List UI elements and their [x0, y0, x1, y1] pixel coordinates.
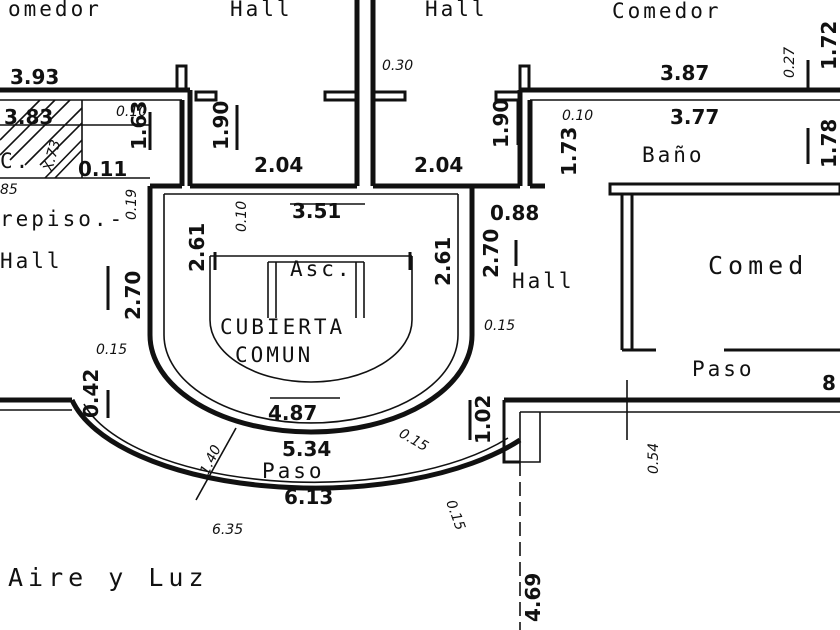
room-hall-left: Hall	[0, 249, 63, 273]
dim-6-35: 6.35	[212, 522, 243, 538]
dim-1-73: 1.73	[557, 127, 581, 176]
area-aire-y-luz: Aire y Luz	[8, 563, 209, 592]
dim-0-42: 0.42	[79, 369, 103, 418]
room-bano: Baño	[642, 143, 705, 167]
dim-0-10-left: 0.10	[116, 104, 147, 120]
room-comedor-top-right: Comedor	[612, 0, 722, 23]
fragment-85: 85	[0, 182, 18, 198]
dim-4-87: 4.87	[268, 401, 317, 425]
dim-1-90-right: 1.90	[489, 99, 513, 148]
dim-1-40: 1.40	[197, 443, 225, 478]
room-paso-right: Paso	[692, 357, 755, 381]
dim-2-70-right: 2.70	[479, 229, 503, 278]
dim-0-30: 0.30	[382, 58, 413, 74]
dim-2-61-left: 2.61	[185, 223, 209, 272]
dim-4-69: 4.69	[521, 573, 545, 622]
dim-8: 8	[822, 371, 836, 395]
dim-1-72: 1.72	[817, 21, 840, 70]
dim-0-15-arc: 0.15	[396, 426, 431, 455]
dim-2-70-left: 2.70	[121, 271, 145, 320]
dim-3-77: 3.77	[670, 105, 719, 129]
dim-1-63: 1.63	[127, 101, 151, 150]
room-cubierta: CUBIERTA	[220, 315, 345, 339]
dim-0-54: 0.54	[646, 443, 662, 474]
dim-3-87: 3.87	[660, 61, 709, 85]
dim-2-61-right: 2.61	[431, 237, 455, 286]
dim-1-78: 1.78	[817, 119, 840, 168]
room-comedor-right: Comed	[708, 251, 808, 280]
dim-0-10-right: 0.10	[562, 108, 593, 124]
room-comedor-top-left: omedor	[8, 0, 102, 21]
room-paso-center: Paso	[262, 459, 325, 483]
room-repiso: repiso.-	[0, 207, 125, 231]
room-asc: Asc.	[290, 257, 353, 281]
dim-0-11: 0.11	[78, 157, 127, 181]
dim-2-04-right: 2.04	[414, 153, 463, 177]
dim-0-10-center: 0.10	[234, 201, 250, 232]
dimension-ticks	[106, 100, 520, 501]
dim-1-90-left: 1.90	[209, 101, 233, 150]
dim-3-51: 3.51	[292, 199, 341, 223]
dim-0-15-right: 0.15	[484, 318, 515, 334]
dim-0-88: 0.88	[490, 201, 539, 225]
dim-0-15-left: 0.15	[96, 342, 127, 358]
dim-3-93: 3.93	[10, 65, 59, 89]
dim-0-15-bottom: 0.15	[442, 498, 468, 533]
room-hall-right: Hall	[512, 269, 575, 293]
fragment-x73: X.73	[40, 138, 64, 174]
dim-0-27: 0.27	[782, 47, 798, 78]
dim-6-13: 6.13	[284, 485, 333, 509]
dim-3-83: 3.83	[4, 105, 53, 129]
room-comun: COMUN	[235, 343, 313, 367]
dim-1-02: 1.02	[471, 395, 495, 444]
fragment-c: C.	[0, 149, 31, 173]
dim-0-19: 0.19	[124, 189, 140, 220]
room-hall-top-left: Hall	[230, 0, 293, 21]
room-hall-top-right: Hall	[425, 0, 488, 21]
dim-5-34: 5.34	[282, 437, 331, 461]
hatched-area	[0, 99, 150, 179]
dim-2-04-left: 2.04	[254, 153, 303, 177]
